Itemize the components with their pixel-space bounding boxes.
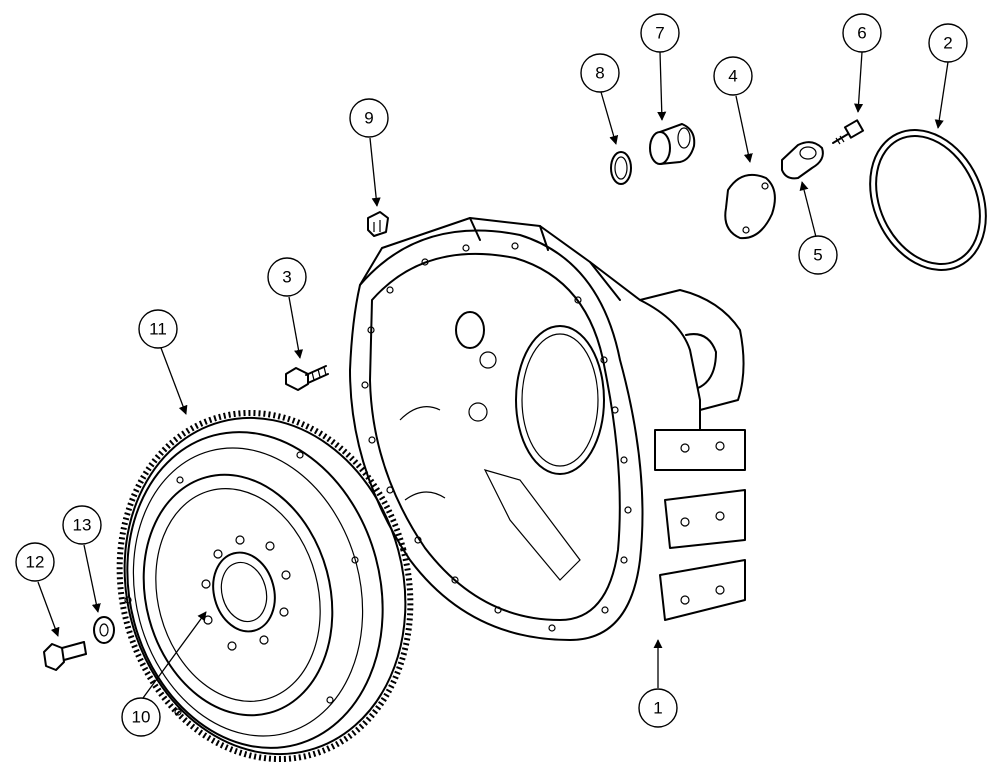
cover-plate-part [724,174,776,240]
callout-label: 7 [655,24,664,43]
callout-6: 6 [842,13,882,53]
small-bolt-part [832,119,865,145]
callout-label: 6 [857,24,866,43]
plug-fitting-part [649,123,696,165]
callout-label: 4 [728,67,737,86]
flange-part [781,141,824,180]
callout-5: 5 [798,235,838,275]
screw-plug-part [367,211,389,237]
callout-4: 4 [713,56,753,96]
callout-label: 13 [73,516,92,535]
flywheel-bolt-part [43,641,87,671]
callout-13: 13 [62,505,102,545]
callout-label: 5 [813,246,822,265]
callout-9: 9 [349,98,389,138]
callout-7: 7 [640,13,680,53]
callout-12: 12 [15,542,55,582]
leader-7 [657,51,667,121]
callout-1: 1 [638,688,678,728]
flywheel-housing-part [349,217,746,641]
callout-label: 2 [943,34,952,53]
housing-bolt-part [285,365,329,391]
leader-11 [160,347,188,415]
flywheel-part [116,409,414,763]
seal-ring-part [610,151,632,185]
washer-part [93,616,115,644]
leader-12 [37,581,60,637]
callout-11: 11 [138,309,178,349]
callout-label: 10 [132,708,151,727]
callout-label: 11 [149,320,167,339]
leader-4 [735,95,753,163]
callout-label: 1 [653,699,662,718]
callout-10: 10 [121,697,161,737]
leader-9 [369,137,381,207]
callout-2: 2 [928,23,968,63]
callout-3: 3 [267,257,307,297]
callout-8: 8 [580,53,620,93]
o-ring-part [869,129,987,271]
callout-label: 8 [595,64,604,83]
callout-label: 12 [26,553,45,572]
callout-label: 3 [282,268,291,287]
leader-8 [600,91,619,145]
leader-lines [37,51,949,699]
leader-3 [288,296,304,359]
leader-5 [799,181,817,238]
leader-2 [934,61,949,129]
leader-13 [83,544,101,613]
leader-10 [142,611,207,699]
callout-label: 9 [364,109,373,128]
leader-6 [854,51,864,113]
